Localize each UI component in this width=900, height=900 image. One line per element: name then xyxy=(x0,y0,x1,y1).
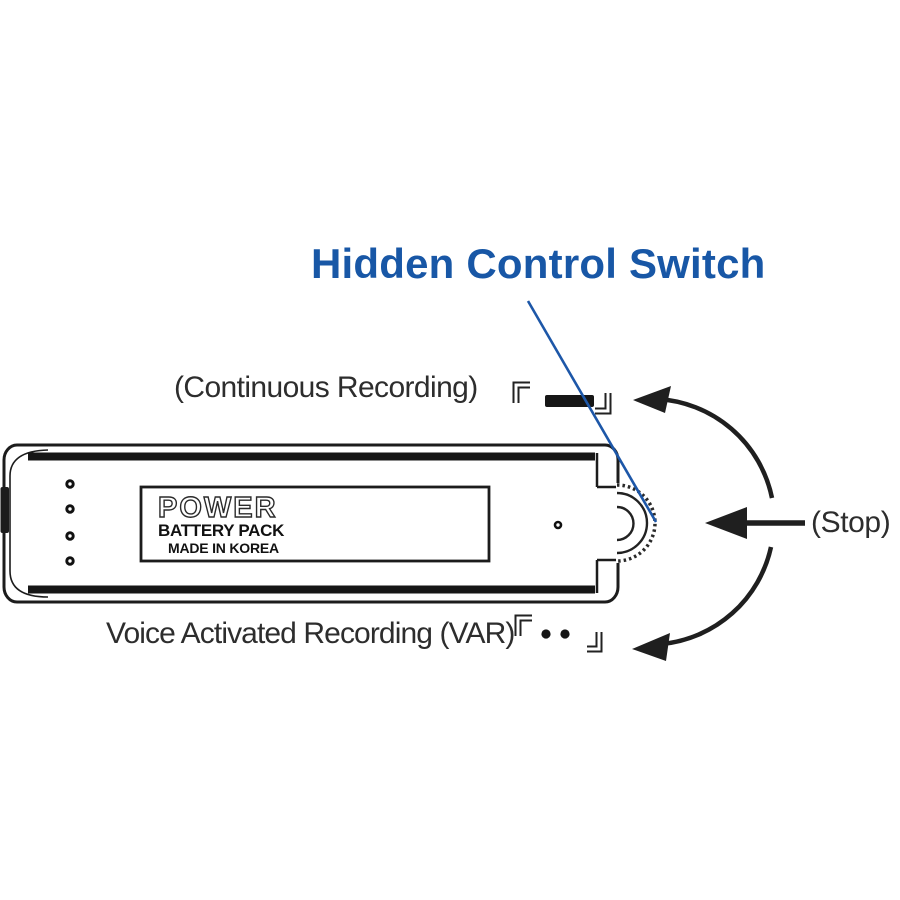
device-left-clip xyxy=(0,487,9,533)
continuous-recording-symbol xyxy=(512,381,612,415)
rotation-arc-top xyxy=(656,396,775,499)
leader-line-to-wheel xyxy=(526,300,658,523)
dot-icon xyxy=(541,629,551,639)
indicator-dot xyxy=(65,531,75,541)
device-label-made-in-korea: MADE IN KOREA xyxy=(168,540,279,556)
close-corner-bracket-icon xyxy=(595,393,612,415)
label-continuous-recording: (Continuous Recording) xyxy=(174,371,478,404)
var-symbol xyxy=(514,614,603,653)
solid-bar-icon xyxy=(545,395,594,407)
hidden-control-wheel[interactable] xyxy=(616,483,657,563)
open-corner-bracket-inner xyxy=(516,616,532,636)
close-corner-bracket-inner xyxy=(595,393,610,413)
arrowhead-left-icon xyxy=(705,507,747,539)
rotation-arrow-down xyxy=(632,546,774,661)
indicator-dot xyxy=(65,504,75,514)
rotation-arrow-up xyxy=(633,386,775,499)
label-voice-activated-recording: Voice Activated Recording (VAR) xyxy=(106,617,515,650)
device-label-power: POWER xyxy=(158,492,278,524)
device-top-stripe xyxy=(28,452,595,461)
open-corner-bracket-icon xyxy=(512,381,530,403)
close-corner-bracket-inner xyxy=(587,632,601,651)
indicator-dot xyxy=(65,556,75,566)
open-corner-bracket-icon xyxy=(514,614,532,636)
arrowhead-left-icon xyxy=(633,386,671,413)
wheel-opening xyxy=(577,483,657,563)
recorder-device: POWER BATTERY PACK MADE IN KOREA xyxy=(0,443,657,604)
dot-icon xyxy=(560,629,570,639)
rotation-arc-bottom xyxy=(661,546,774,647)
wheel-inner-arc xyxy=(616,505,635,542)
wheel-outer-arc xyxy=(616,491,649,555)
arrowhead-left-icon xyxy=(632,633,670,661)
device-label-battery-pack: BATTERY PACK xyxy=(158,521,285,540)
indicator-dot xyxy=(65,479,75,489)
device-bottom-stripe xyxy=(28,585,595,594)
right-indicator-dot xyxy=(553,520,563,530)
close-corner-bracket-icon xyxy=(587,632,603,653)
device-label-plate xyxy=(139,485,491,563)
stop-arrow xyxy=(705,507,805,539)
indicator-dots xyxy=(65,479,75,566)
page-title: Hidden Control Switch xyxy=(311,240,766,287)
right-cap-lines xyxy=(595,453,616,593)
wheel-knurled-edge xyxy=(616,483,657,563)
label-stop: (Stop) xyxy=(811,506,891,539)
open-corner-bracket-inner xyxy=(514,383,530,403)
